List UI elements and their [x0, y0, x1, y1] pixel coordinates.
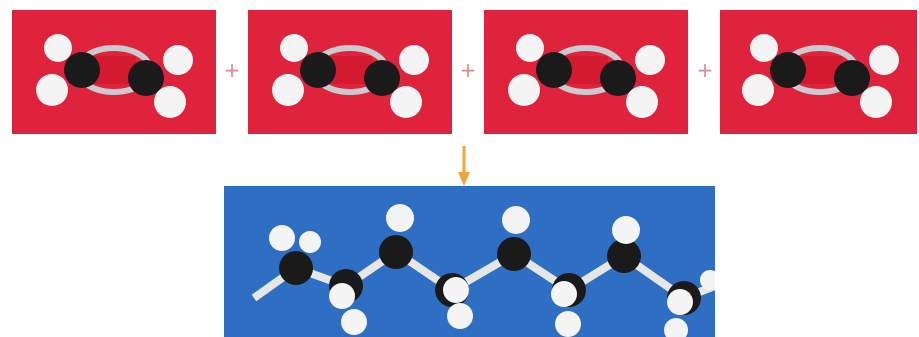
hydrogen-atom: [163, 45, 193, 75]
ethene-monomer-panel-1: [12, 10, 216, 134]
plus-sign-2: +: [459, 58, 477, 82]
ethene-monomer-panel-3: [484, 10, 688, 134]
hydrogen-atom: [612, 216, 640, 244]
hydrogen-atom: [386, 204, 414, 232]
hydrogen-atom: [390, 86, 422, 118]
hydrogen-atom: [750, 34, 778, 62]
hydrogen-atom: [626, 86, 658, 118]
hydrogen-atom: [516, 34, 544, 62]
carbon-backbone: [251, 248, 715, 302]
carbon-atom: [770, 52, 806, 88]
hydrogen-atom: [272, 74, 304, 106]
ethene-molecule-3: [484, 10, 688, 134]
hydrogen-atom: [860, 86, 892, 118]
hydrogen-atom: [154, 86, 186, 118]
hydrogen-atom: [269, 225, 295, 251]
hydrogen-atom: [399, 45, 429, 75]
carbon-atom: [300, 52, 336, 88]
carbon-atom: [379, 235, 413, 269]
ethene-molecule-2: [248, 10, 452, 134]
hydrogen-atom: [44, 34, 72, 62]
carbon-atom: [834, 60, 870, 96]
ethene-monomer-panel-2: [248, 10, 452, 134]
hydrogen-atom: [280, 34, 308, 62]
hydrogen-atom: [551, 281, 577, 307]
hydrogen-atom: [443, 277, 469, 303]
hydrogen-atom: [299, 231, 321, 253]
hydrogen-atom: [508, 74, 540, 106]
hydrogen-atom: [635, 45, 665, 75]
carbon-atom: [600, 60, 636, 96]
ethene-molecule-1: [12, 10, 216, 134]
hydrogen-atom: [869, 45, 899, 75]
plus-sign-3: +: [696, 58, 714, 82]
carbon-atom: [364, 60, 400, 96]
hydrogen-atom: [502, 206, 530, 234]
ethene-molecule-4: [720, 10, 917, 134]
hydrogen-atom: [742, 74, 774, 106]
plus-sign-1: +: [223, 58, 241, 82]
polyethene-chain: [224, 186, 715, 337]
hydrogen-atom: [447, 303, 473, 329]
carbon-atom: [607, 239, 641, 273]
carbon-atom: [128, 60, 164, 96]
carbon-atom: [497, 237, 531, 271]
hydrogen-atom: [341, 309, 367, 335]
ethene-monomer-panel-4: [720, 10, 917, 134]
hydrogen-atom: [36, 74, 68, 106]
hydrogen-atom: [700, 270, 715, 290]
polyethene-chain-panel: [224, 186, 715, 337]
hydrogen-atom: [555, 311, 581, 337]
carbon-atom: [279, 251, 313, 285]
hydrogen-atom: [329, 283, 355, 309]
carbon-atom: [536, 52, 572, 88]
arrow-down-icon: [458, 146, 470, 186]
hydrogen-atom: [667, 289, 693, 315]
carbon-atom: [64, 52, 100, 88]
hydrogen-atom: [664, 318, 688, 337]
